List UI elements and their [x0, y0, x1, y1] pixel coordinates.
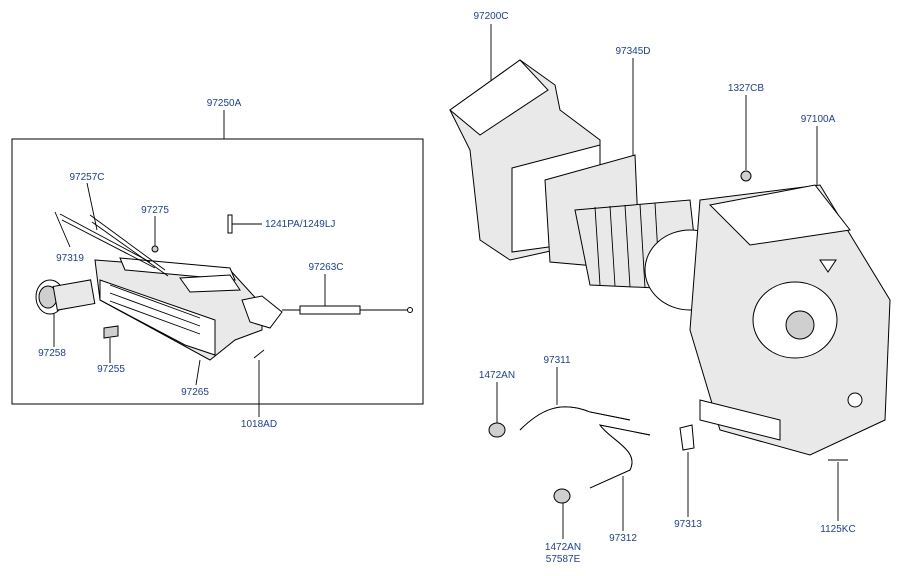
control-assembly-frame: [11, 138, 424, 405]
label-1241PA-1249LJ[interactable]: 1241PA/1249LJ: [265, 219, 335, 231]
label-1018AD[interactable]: 1018AD: [240, 419, 278, 430]
duct-sketch: [449, 59, 641, 271]
label-57587E[interactable]: 57587E: [545, 554, 581, 565]
label-1327CB[interactable]: 1327CB: [727, 83, 765, 94]
label-97258[interactable]: 97258: [38, 348, 66, 359]
label-97255[interactable]: 97255: [97, 364, 125, 375]
label-97250A[interactable]: 97250A: [206, 98, 242, 109]
label-97257C[interactable]: 97257C: [69, 172, 105, 183]
label-97312[interactable]: 97312: [609, 533, 637, 544]
heater-unit-sketch: [689, 170, 891, 456]
label-1125KC[interactable]: 1125KC: [820, 524, 856, 535]
label-97275[interactable]: 97275: [141, 205, 169, 216]
label-97319[interactable]: 97319: [56, 253, 84, 264]
label-97313[interactable]: 97313: [674, 519, 702, 530]
label-1472AN-bottom[interactable]: 1472AN: [544, 542, 582, 553]
hoses-sketch: [488, 406, 848, 504]
label-1249LJ[interactable]: 1249LJ: [302, 219, 336, 230]
label-1472AN-57587E[interactable]: 1472AN 57587E: [545, 542, 581, 566]
label-1241PA[interactable]: 1241PA: [265, 219, 300, 230]
label-97345D[interactable]: 97345D: [615, 46, 651, 57]
label-97263C[interactable]: 97263C: [308, 262, 344, 273]
control-panel-sketch: [35, 213, 413, 361]
label-separator: /: [299, 219, 303, 230]
label-97200C[interactable]: 97200C: [473, 11, 509, 22]
label-97265[interactable]: 97265: [181, 387, 209, 398]
label-97311[interactable]: 97311: [543, 355, 571, 366]
label-97100A[interactable]: 97100A: [800, 114, 836, 125]
label-1472AN-top[interactable]: 1472AN: [478, 370, 516, 381]
